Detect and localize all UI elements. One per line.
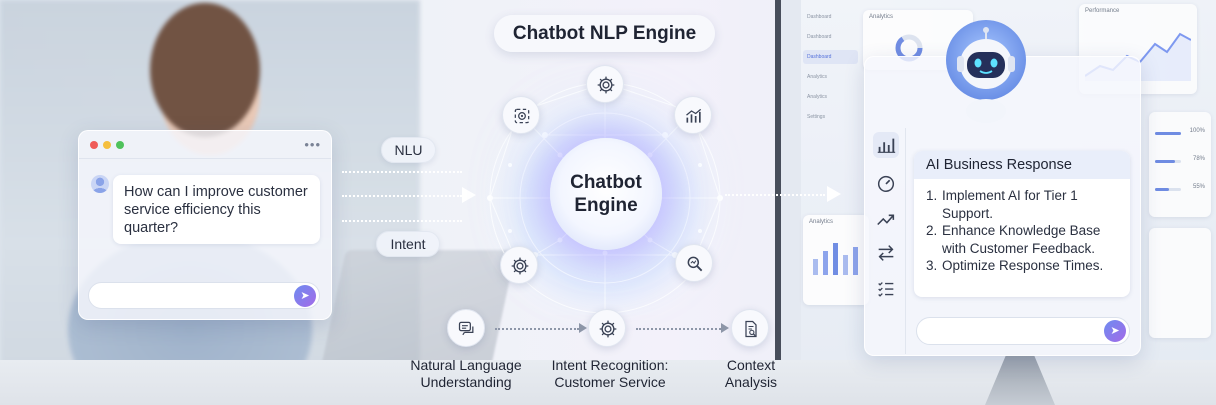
chart-icon <box>686 108 702 123</box>
dashboard-nav-item: Dashboard <box>803 50 858 64</box>
flow-line-output <box>725 194 825 196</box>
caption-line: Understanding <box>420 374 512 390</box>
pipeline-caption-nlu: Natural Language Understanding <box>396 357 536 391</box>
node-chart <box>674 96 712 134</box>
minimize-window-button[interactable] <box>103 141 111 149</box>
pipeline-line-2 <box>636 328 721 330</box>
background-monitor: Dashboard Dashboard Dashboard Analytics … <box>775 0 1216 360</box>
dashboard-card-title: Analytics <box>869 14 894 20</box>
sidebar-item-gauge[interactable] <box>873 170 899 196</box>
close-window-button[interactable] <box>90 141 98 149</box>
dashboard-percent: 100% <box>1189 128 1205 134</box>
pipeline-arrow-2 <box>721 323 729 333</box>
dashboard-percent: 55% <box>1192 184 1205 190</box>
sidebar-item-checklist[interactable] <box>873 276 899 302</box>
gear-icon <box>597 76 615 94</box>
caption-line: Customer Service <box>554 374 666 390</box>
dashboard-analytics-card-2: Analytics <box>803 215 869 305</box>
response-item: 2. Enhance Knowledge Base with Customer … <box>926 222 1120 257</box>
chatbot-engine-orb: Chatbot Engine <box>550 138 662 250</box>
checklist-icon <box>878 282 894 297</box>
robot-icon <box>946 20 1026 123</box>
node-gear-top <box>586 65 624 103</box>
flow-arrow-out <box>827 186 841 202</box>
flow-line-main <box>342 195 462 197</box>
caption-line: Context <box>726 357 776 373</box>
bar-chart-mini-icon <box>813 243 858 275</box>
flow-line-intent <box>342 220 462 222</box>
response-item: 3. Optimize Response Times. <box>926 257 1120 275</box>
caption-line: Analysis <box>724 374 778 390</box>
maximize-window-button[interactable] <box>116 141 124 149</box>
dashboard-list-card <box>1149 228 1211 338</box>
pipeline-arrow-1 <box>579 323 587 333</box>
dashboard-nav-item: Settings <box>807 114 826 120</box>
exchange-icon <box>878 245 894 261</box>
pipeline-caption-context: Context Analysis <box>705 357 797 391</box>
response-chat-input[interactable]: ➤ <box>916 317 1130 345</box>
dashboard-nav-item: Dashboard <box>807 34 832 40</box>
target-icon <box>514 108 530 124</box>
more-options-icon[interactable]: ••• <box>304 137 321 152</box>
dashboard-percent: 78% <box>1192 156 1205 162</box>
response-list: 1. Implement AI for Tier 1 Support. 2. E… <box>914 179 1130 275</box>
ai-response-card: AI Business Response 1. Implement AI for… <box>914 151 1130 297</box>
response-item-text: Implement AI for Tier 1 Support. <box>942 188 1078 221</box>
dashboard-card-title: Analytics <box>809 219 834 225</box>
sidebar-item-trend[interactable] <box>873 206 899 232</box>
send-icon[interactable]: ➤ <box>294 285 316 307</box>
dashboard-card-title: Performance <box>1085 8 1120 14</box>
dashboard-nav-item: Analytics <box>807 74 828 80</box>
pipeline-line-1 <box>495 328 579 330</box>
response-sidebar <box>866 128 906 354</box>
response-item-text: Enhance Knowledge Base with Customer Fee… <box>942 223 1101 256</box>
gauge-icon <box>877 175 895 192</box>
intent-label: Intent <box>376 231 440 257</box>
node-target <box>502 96 540 134</box>
dashboard-nav-item: Analytics <box>807 94 828 100</box>
chat-titlebar: ••• <box>79 131 331 159</box>
response-item: 1. Implement AI for Tier 1 Support. <box>926 187 1120 222</box>
page-title: Chatbot NLP Engine <box>494 15 715 52</box>
sidebar-item-exchange[interactable] <box>873 240 899 266</box>
caption-line: Natural Language <box>410 357 522 373</box>
response-item-number: 3. <box>926 258 938 273</box>
dashboard-side-rail <box>781 0 801 360</box>
dashboard-progress-card: 100% 78% 55% <box>1149 112 1211 217</box>
bar-chart-icon <box>877 138 896 153</box>
sidebar-item-chart[interactable] <box>873 132 899 158</box>
response-item-number: 1. <box>926 188 938 203</box>
trend-icon <box>877 214 895 226</box>
node-context-pipeline <box>731 309 769 347</box>
dashboard-nav-item: Dashboard <box>807 14 832 20</box>
gear-icon <box>511 257 529 275</box>
node-magnifier <box>675 244 713 282</box>
magnifier-icon <box>687 256 703 272</box>
engine-label-line2: Engine <box>574 195 638 216</box>
user-chat-input[interactable]: ➤ <box>88 282 320 309</box>
send-icon[interactable]: ➤ <box>1104 320 1126 342</box>
user-message-bubble: How can I improve customer service effic… <box>113 175 320 244</box>
response-item-number: 2. <box>926 223 938 238</box>
response-item-text: Optimize Response Times. <box>942 258 1104 273</box>
response-title: AI Business Response <box>914 151 1130 179</box>
pipeline-caption-intent: Intent Recognition: Customer Service <box>537 357 683 391</box>
caption-line: Intent Recognition: <box>551 357 669 373</box>
flow-arrow-in <box>462 187 476 203</box>
engine-label-line1: Chatbot <box>570 172 642 193</box>
gear-icon <box>599 320 617 338</box>
node-gear-bottom <box>500 246 538 284</box>
nlu-label: NLU <box>381 137 436 163</box>
dashboard-nav: Dashboard Dashboard Dashboard Analytics … <box>803 10 858 310</box>
chat-icon <box>458 321 474 336</box>
flow-line-nlu <box>342 171 462 173</box>
node-nlu-pipeline <box>447 309 485 347</box>
user-avatar-icon <box>91 175 109 193</box>
document-search-icon <box>745 320 757 338</box>
node-intent-pipeline <box>588 309 626 347</box>
